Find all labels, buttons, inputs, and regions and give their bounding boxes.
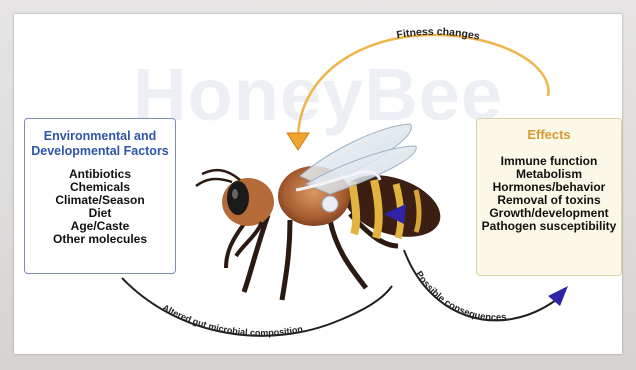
effects-title: Effects xyxy=(477,127,621,143)
environmental-factors-box: Environmental and Developmental Factors … xyxy=(24,118,176,274)
honeybee-icon xyxy=(196,124,448,300)
altered-composition-label: Altered gut microbial composition xyxy=(161,302,304,338)
environmental-factors-title: Environmental and Developmental Factors xyxy=(25,129,175,159)
factor-list: Antibiotics Chemicals Climate/Season Die… xyxy=(25,168,175,246)
fitness-changes-label: Fitness changes xyxy=(396,26,481,43)
left-title-line2: Developmental Factors xyxy=(25,144,175,159)
effect-item: Pathogen susceptibility xyxy=(477,220,621,233)
altered-composition-arrow: Altered gut microbial composition xyxy=(122,278,392,338)
factor-item: Other molecules xyxy=(25,233,175,246)
possible-consequences-label: Possible consequences xyxy=(413,269,507,323)
left-title-line1: Environmental and xyxy=(25,129,175,144)
orange-arrowhead xyxy=(287,133,309,150)
effects-box: Effects Immune function Metabolism Hormo… xyxy=(476,118,622,276)
effects-list: Immune function Metabolism Hormones/beha… xyxy=(477,155,621,233)
